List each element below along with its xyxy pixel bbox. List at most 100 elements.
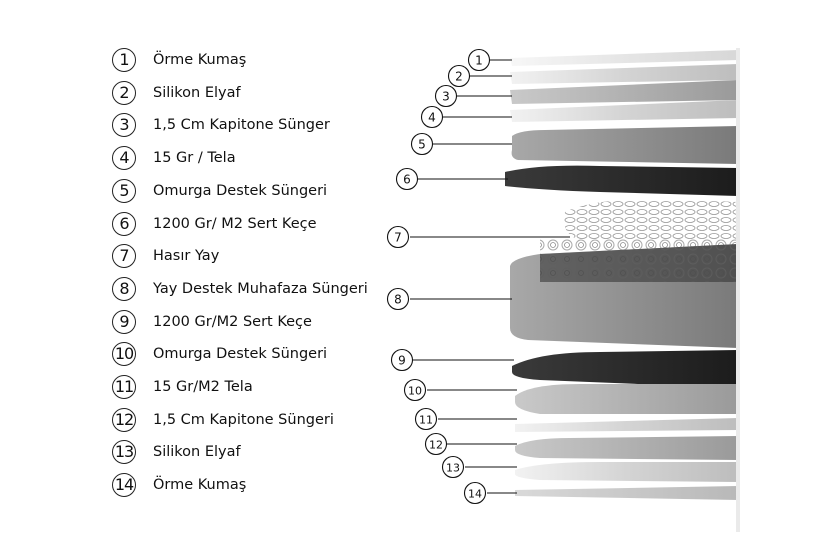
legend-label-2: Silikon Elyaf — [153, 84, 241, 101]
callout-circle-14 — [463, 481, 487, 505]
callout-number-3: 3 — [442, 90, 450, 104]
right-edge-band — [736, 48, 740, 532]
legend-label-6: 1200 Gr/ M2 Sert Keçe — [153, 215, 317, 232]
legend-item-14: 14 Örme Kumaş — [112, 470, 246, 500]
callout-number-12: 12 — [429, 439, 443, 452]
legend-label-11: 15 Gr/M2 Tela — [153, 379, 253, 395]
callout-number-1: 1 — [475, 54, 483, 68]
callout-circle-12 — [424, 432, 448, 456]
callout-10: 10 — [403, 378, 427, 402]
callout-number-14: 14 — [468, 488, 482, 501]
legend-item-12: 12 1,5 Cm Kapitone Süngeri — [112, 405, 334, 435]
callout-number-10: 10 — [408, 385, 422, 398]
legend-number-3: 3 — [112, 113, 136, 138]
layer-13-silicone-fiber — [515, 462, 738, 482]
legend-item-8: 8 Yay Destek Muhafaza Süngeri — [112, 274, 368, 304]
callout-number-5: 5 — [418, 138, 426, 152]
layer-10-spine-support-foam — [515, 384, 738, 414]
legend-number-13: 13 — [112, 440, 136, 465]
legend-number-7: 7 — [112, 244, 136, 269]
callout-circle-13 — [441, 455, 465, 479]
callouts: 1 2 3 4 5 6 7 8 — [386, 48, 491, 505]
legend-item-9: 9 1200 Gr/M2 Sert Keçe — [112, 307, 312, 337]
legend-item-3: 3 1,5 Cm Kapitone Sünger — [112, 110, 330, 140]
legend-item-1: 1 Örme Kumaş — [112, 45, 246, 75]
callout-number-2: 2 — [455, 70, 463, 84]
legend-number-2: 2 — [112, 80, 136, 105]
callout-1: 1 — [467, 48, 491, 72]
layer-9-hard-felt — [512, 350, 738, 388]
legend-number-11: 11 — [112, 375, 136, 399]
legend-item-6: 6 1200 Gr/ M2 Sert Keçe — [112, 209, 317, 239]
layer-6-hard-felt — [505, 165, 738, 196]
callout-circle-8 — [386, 287, 410, 311]
legend-item-13: 13 Silikon Elyaf — [112, 437, 241, 467]
legend-item-5: 5 Omurga Destek Süngeri — [112, 176, 327, 206]
legend-label-5: Omurga Destek Süngeri — [153, 182, 328, 199]
callout-circle-4 — [420, 105, 444, 129]
callout-7: 7 — [386, 225, 410, 249]
callout-circle-7 — [386, 225, 410, 249]
legend-label-4: 15 Gr / Tela — [153, 150, 236, 167]
legend-label-3: 1,5 Cm Kapitone Sünger — [153, 117, 330, 134]
legend-label-10: Omurga Destek Süngeri — [153, 346, 328, 363]
callout-circle-3 — [434, 84, 458, 108]
callout-2: 2 — [447, 64, 471, 88]
legend-label-8: Yay Destek Muhafaza Süngeri — [153, 280, 368, 297]
callout-9: 9 — [390, 348, 414, 372]
layer-1-knit-fabric — [510, 50, 738, 66]
layer-11-interlining — [515, 418, 738, 432]
layer-5-spine-support-foam — [511, 126, 738, 164]
layer-14-knit-fabric — [515, 486, 738, 500]
legend-number-4: 4 — [112, 146, 136, 171]
callout-number-4: 4 — [428, 111, 436, 125]
legend-number-10: 10 — [112, 342, 136, 367]
callout-number-11: 11 — [419, 414, 433, 427]
legend-label-14: Örme Kumaş — [153, 477, 247, 494]
callout-number-9: 9 — [398, 354, 406, 368]
callout-circle-2 — [447, 64, 471, 88]
callout-circle-6 — [395, 167, 419, 191]
legend-item-11: 11 15 Gr/M2 Tela — [112, 372, 253, 402]
legend-number-9: 9 — [112, 309, 136, 334]
layer-2-silicone-fiber — [510, 64, 738, 84]
callout-circle-11 — [414, 407, 438, 431]
callout-6: 6 — [395, 167, 419, 191]
callout-circle-1 — [467, 48, 491, 72]
callout-3: 3 — [434, 84, 458, 108]
legend-item-10: 10 Omurga Destek Süngeri — [112, 339, 327, 369]
callout-circle-5 — [410, 132, 434, 156]
callout-5: 5 — [410, 132, 434, 156]
callout-11: 11 — [414, 407, 438, 431]
legend-label-7: Hasır Yay — [153, 248, 220, 265]
legend-label-9: 1200 Gr/M2 Sert Keçe — [153, 313, 312, 330]
legend-number-8: 8 — [112, 276, 136, 301]
legend-label-13: Silikon Elyaf — [153, 444, 241, 461]
legend-number-14: 14 — [112, 473, 136, 498]
leader-lines — [410, 59, 570, 494]
layer-3-quilted-foam — [510, 80, 738, 104]
legend-number-12: 12 — [112, 407, 136, 432]
callout-14: 14 — [463, 481, 487, 505]
callout-12: 12 — [424, 432, 448, 456]
layer-4-interlining — [510, 100, 738, 122]
legend-number-6: 6 — [112, 211, 136, 236]
layer-7-spring-mesh — [564, 199, 738, 240]
callout-number-7: 7 — [394, 231, 402, 245]
callout-13: 13 — [441, 455, 465, 479]
legend-label-1: Örme Kumaş — [153, 52, 247, 68]
callout-8: 8 — [386, 287, 410, 311]
legend-number-5: 5 — [112, 178, 136, 203]
callout-4: 4 — [420, 105, 444, 129]
spring-core-shadow — [540, 244, 738, 282]
callout-circle-10 — [403, 378, 427, 402]
callout-circle-9 — [390, 348, 414, 372]
legend-number-1: 1 — [112, 48, 136, 72]
legend-label-12: 1,5 Cm Kapitone Süngeri — [153, 411, 334, 428]
legend-item-7: 7 Hasır Yay — [112, 241, 219, 271]
layer-12-quilted-foam — [515, 436, 738, 460]
callout-number-6: 6 — [403, 173, 411, 187]
legend-item-2: 2 Silikon Elyaf — [112, 78, 241, 108]
callout-number-13: 13 — [446, 462, 460, 475]
